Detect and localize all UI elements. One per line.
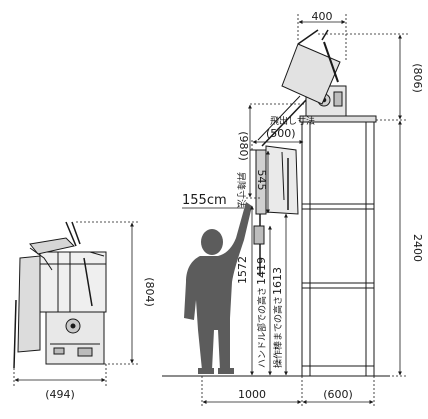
person-silhouette xyxy=(184,202,252,374)
dim-980 xyxy=(246,103,306,199)
label-600: (600) xyxy=(323,388,353,401)
label-handle-jp: ハンドル部での高さ xyxy=(256,287,268,368)
dim-bottom xyxy=(201,376,375,408)
label-400: 400 xyxy=(312,10,333,23)
storage-rack xyxy=(299,115,377,377)
dim-500 xyxy=(251,140,304,152)
folded-unit-panel xyxy=(17,255,41,353)
label-980: (980) xyxy=(237,131,250,161)
label-155cm: 155cm xyxy=(182,193,227,208)
device-arm xyxy=(261,99,307,147)
label-lift-jp: 昇降寸法 xyxy=(235,172,247,208)
device-panel xyxy=(281,43,341,105)
label-proj-jp: 飛出し寸法 xyxy=(270,115,315,127)
label-500: (500) xyxy=(266,127,296,140)
dim-400 xyxy=(297,14,347,60)
dim-494-left xyxy=(13,364,107,386)
label-545: 545 xyxy=(255,170,268,191)
dim-right-verticals xyxy=(318,33,408,377)
label-494-left: (494) xyxy=(45,388,75,401)
label-2400: 2400 xyxy=(411,234,424,262)
folded-unit-body xyxy=(39,251,107,313)
label-1613: 1613 xyxy=(271,267,284,295)
label-1419: 1419 xyxy=(255,257,268,285)
folded-unit-drawing xyxy=(13,221,107,369)
label-op-jp: 操作棒までの高さ xyxy=(272,296,284,368)
dim-804-left xyxy=(76,221,140,365)
main-device-on-rack xyxy=(250,29,347,276)
label-1000: 1000 xyxy=(238,388,266,401)
label-1572: 1572 xyxy=(236,256,249,284)
label-806-right: (806) xyxy=(411,63,424,93)
label-804-left: (804) xyxy=(143,277,156,307)
dim-heights xyxy=(250,205,288,376)
